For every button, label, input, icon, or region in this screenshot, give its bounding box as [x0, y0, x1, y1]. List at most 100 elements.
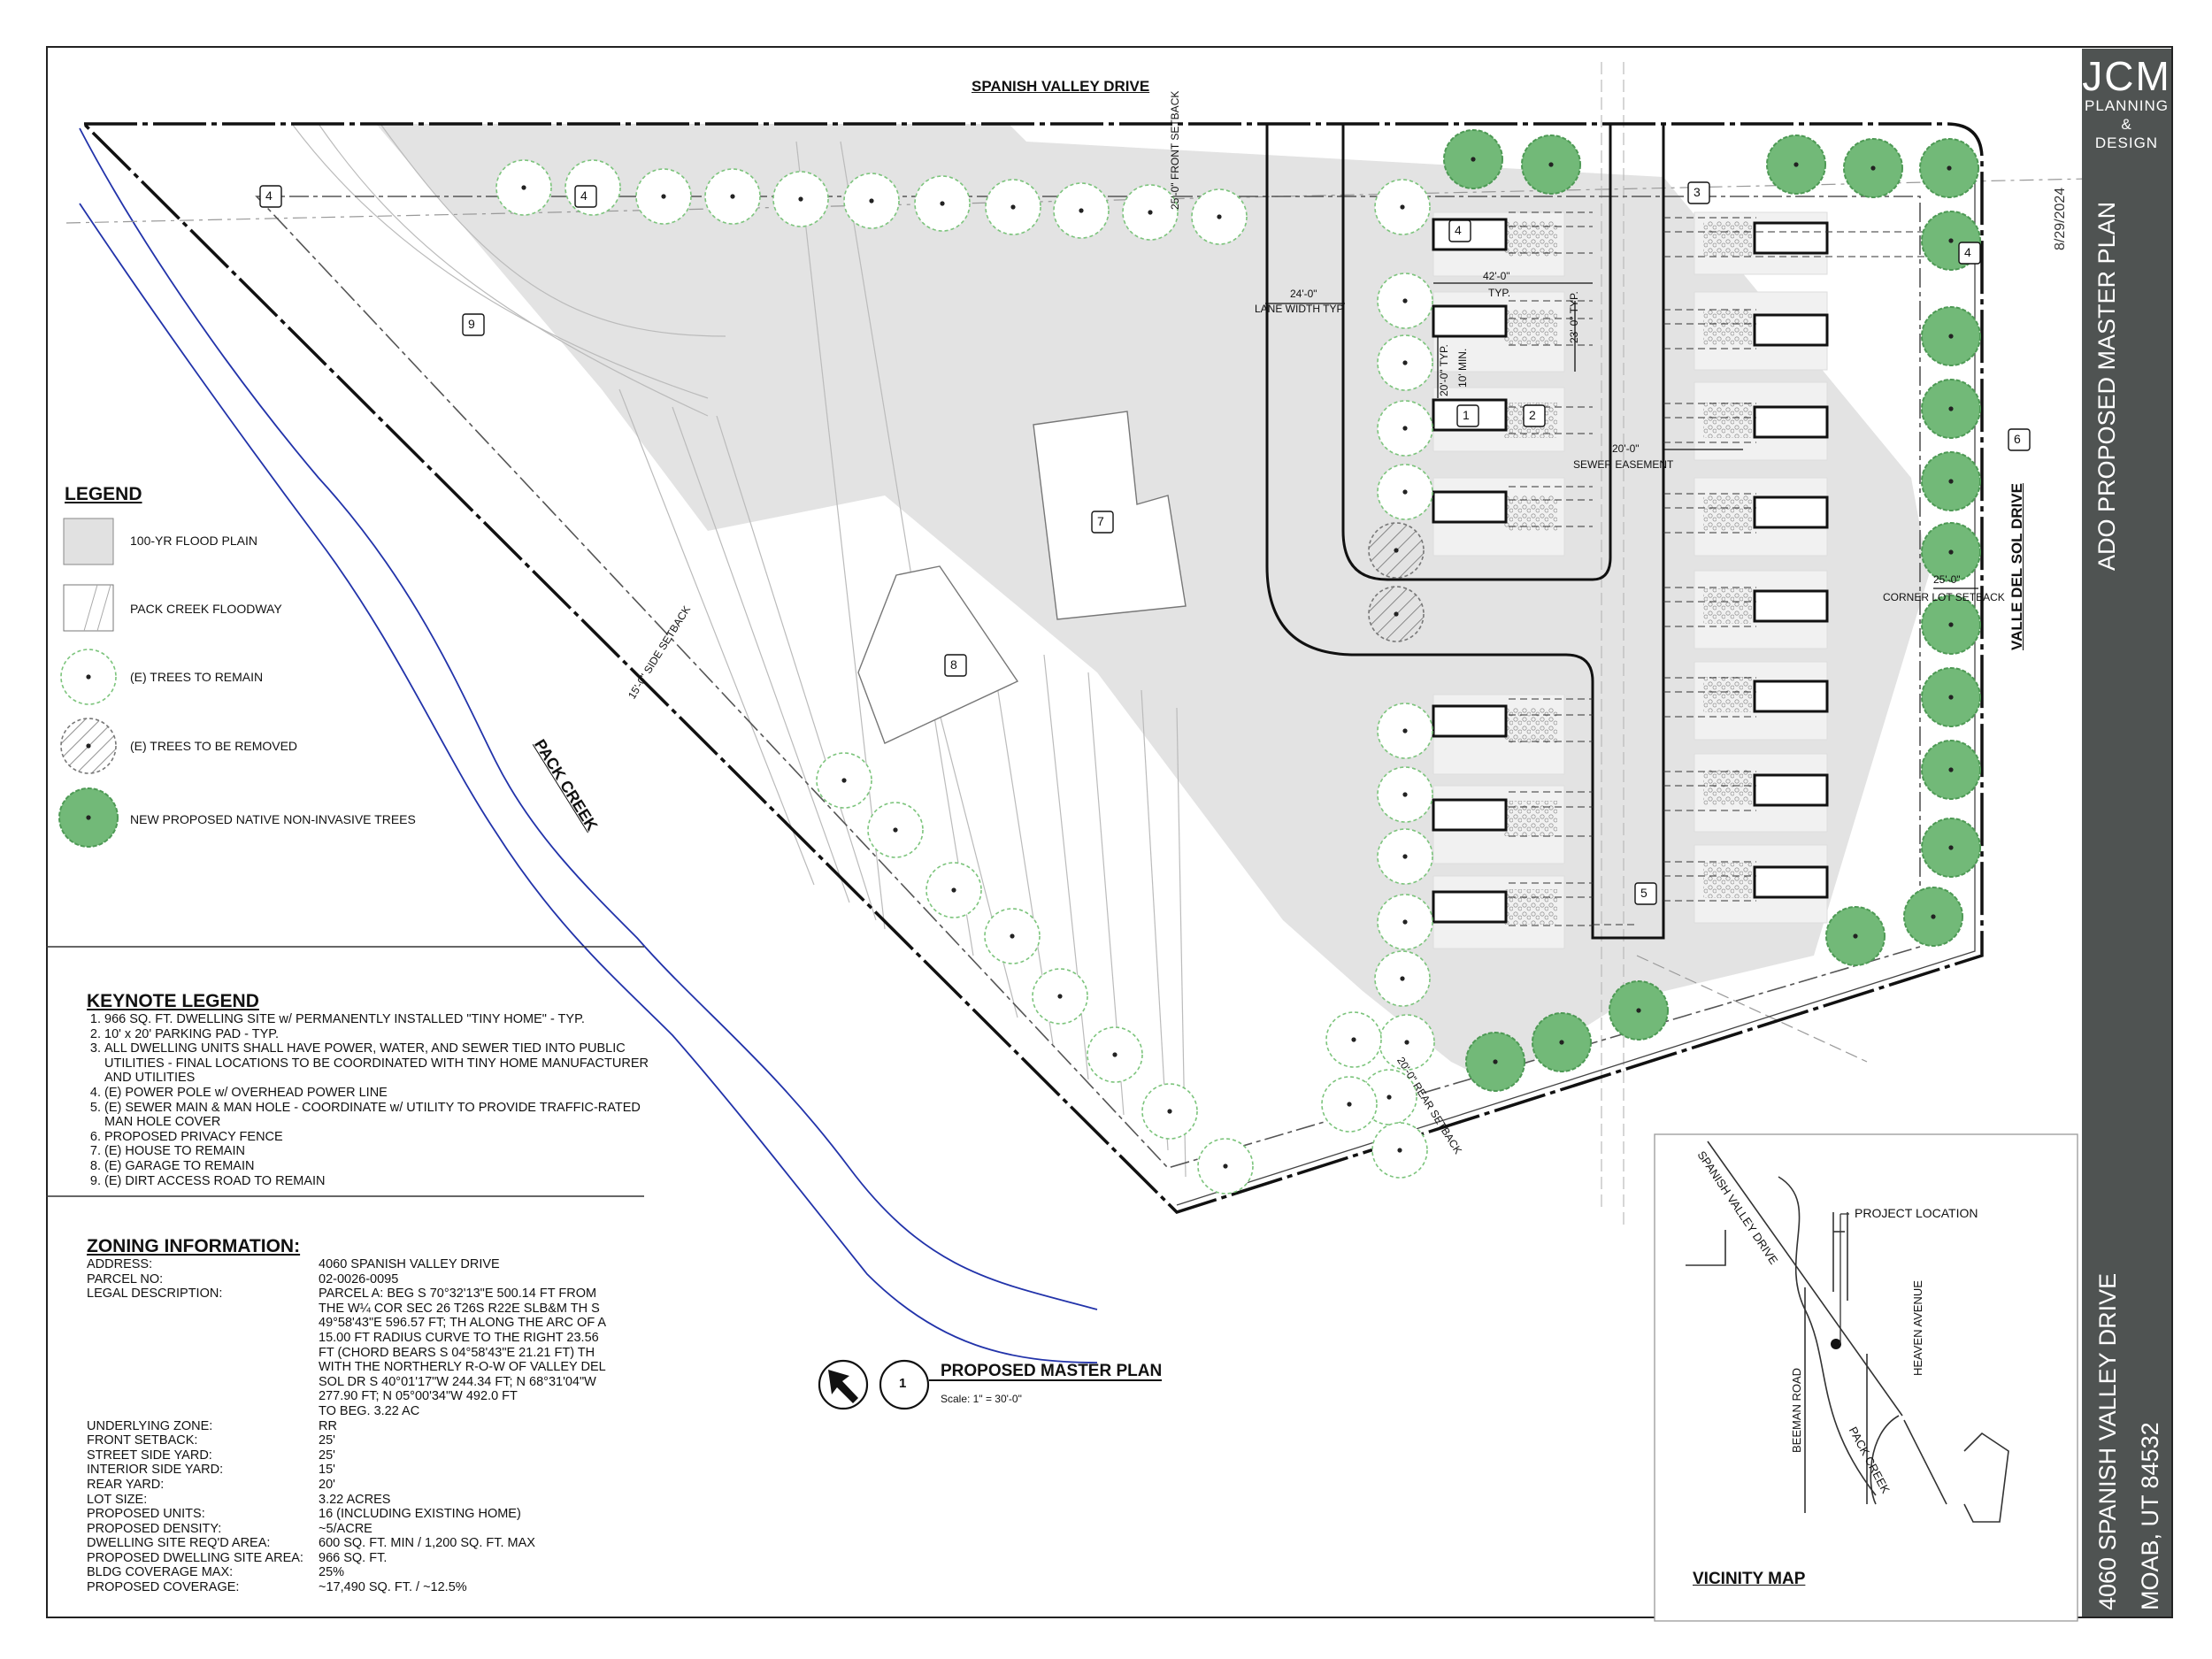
legend-floodway-swatch [63, 584, 114, 632]
zoning-value: 15' [319, 1463, 335, 1478]
zoning-title: ZONING INFORMATION: [87, 1236, 301, 1256]
firm-sub-1: PLANNING [2085, 97, 2169, 114]
zoning-row: FRONT SETBACK:25' [87, 1433, 611, 1448]
zoning-value: TO BEG. 3.22 AC [319, 1403, 420, 1418]
utility-lines [1509, 211, 1964, 926]
zoning-row: REAR YARD: 20' [87, 1478, 611, 1493]
keynote-item: (E) SEWER MAIN & MAN HOLE - COORDINATE w… [104, 1101, 653, 1130]
zoning-value: PARCEL A: BEG S 70°32'13"E 500.14 FT FRO… [319, 1286, 606, 1404]
zoning-row: PROPOSED COVERAGE: ~17,490 SQ. FT. / ~12.… [87, 1580, 611, 1595]
label-sewer-dim: 20'-0" [1612, 442, 1640, 455]
zoning-table: ADDRESS: 4060 SPANISH VALLEY DRIVE PARCEL … [87, 1257, 611, 1595]
zoning-value: 16 (INCLUDING EXISTING HOME) [319, 1507, 521, 1522]
keynote-item: (E) POWER POLE w/ OVERHEAD POWER LINE [104, 1086, 653, 1101]
vicinity-map-title: VICINITY MAP [1693, 1570, 1806, 1588]
tag-3: 3 [1694, 185, 1701, 199]
zoning-value: 600 SQ. FT. MIN / 1,200 SQ. FT. MAX [319, 1536, 535, 1551]
address-line-2: MOAB, UT 84532 [2137, 1422, 2163, 1610]
property-line [80, 122, 1984, 1214]
keynote-item: PROPOSED PRIVACY FENCE [104, 1130, 653, 1145]
zoning-row: ADDRESS: 4060 SPANISH VALLEY DRIVE [87, 1257, 611, 1272]
keynote-item: ALL DWELLING UNITS SHALL HAVE POWER, WAT… [104, 1041, 653, 1086]
keynote-list: 966 SQ. FT. DWELLING SITE w/ PERMANENTLY… [87, 1012, 653, 1188]
zoning-value: 25% [319, 1565, 345, 1580]
sheet-title: ADO PROPOSED MASTER PLAN [2093, 201, 2120, 571]
legend-label-trees-removed: (E) TREES TO BE REMOVED [130, 739, 298, 753]
setback-line [255, 196, 1921, 1169]
zoning-value: RR [319, 1418, 337, 1433]
master-plan-title: PROPOSED MASTER PLAN [941, 1362, 1163, 1380]
zoning-row: UNDERLYING ZONE:RR [87, 1419, 611, 1434]
zoning-key: PROPOSED COVERAGE: [87, 1580, 240, 1595]
zoning-key: DWELLING SITE REQ'D AREA: [87, 1536, 271, 1551]
label-lane-width: LANE WIDTH TYP. [1255, 303, 1346, 315]
dwelling-sites [1432, 211, 1829, 949]
zoning-row: PROPOSED UNITS:16 (INCLUDING EXISTING HO… [87, 1507, 611, 1522]
firm-sub-2: & [2121, 116, 2132, 133]
zoning-value: 25' [319, 1448, 335, 1463]
tag-2: 2 [1529, 408, 1536, 422]
zoning-key: STREET SIDE YARD: [87, 1448, 212, 1463]
zoning-information: ZONING INFORMATION: ADDRESS: 4060 SPANISH… [87, 1236, 611, 1595]
legend-label-new-trees: NEW PROPOSED NATIVE NON-INVASIVE TREES [130, 812, 416, 826]
zoning-value: ~17,490 SQ. FT. / ~12.5% [319, 1580, 467, 1595]
zoning-key: FRONT SETBACK: [87, 1433, 198, 1448]
tag-1: 1 [1463, 408, 1470, 422]
keynote-item: 966 SQ. FT. DWELLING SITE w/ PERMANENTLY… [104, 1012, 653, 1027]
zoning-value: 20' [319, 1477, 335, 1492]
zoning-row: DWELLING SITE REQ'D AREA: 600 SQ. FT. MIN… [87, 1536, 611, 1551]
tag-7: 7 [1097, 514, 1104, 528]
legend-title: LEGEND [65, 484, 142, 504]
label-dim-23: 23'-0" TYP. [1568, 291, 1580, 343]
legend-label-floodway: PACK CREEK FLOODWAY [130, 602, 282, 616]
firm-name: JCM [2082, 53, 2171, 99]
vicinity-map-roads [1686, 1141, 2009, 1523]
zoning-key: LOT SIZE: [87, 1492, 148, 1507]
zoning-key: BLDG COVERAGE MAX: [87, 1565, 234, 1580]
keynote-tags [259, 181, 2031, 905]
label-corner-dim: 25'-0" [1933, 573, 1961, 586]
zoning-key: PARCEL NO: [87, 1271, 164, 1286]
zoning-row: LOT SIZE: 3.22 ACRES [87, 1493, 611, 1508]
zoning-row: PROPOSED DENSITY:~5/ACRE [87, 1522, 611, 1537]
label-sewer-easement: SEWER EASEMENT [1573, 458, 1674, 471]
keynote-legend-title: KEYNOTE LEGEND [87, 991, 259, 1011]
keynote-legend: KEYNOTE LEGEND 966 SQ. FT. DWELLING SITE… [87, 991, 653, 1188]
label-dim-42: 42'-0" [1483, 270, 1510, 282]
sheet-date: 8/29/2024 [2053, 187, 2068, 250]
firm-logo: JCM PLANNING & DESIGN [2082, 56, 2171, 152]
zoning-value: 02-0026-0095 [319, 1271, 399, 1286]
address-line-1: 4060 SPANISH VALLEY DRIVE [2094, 1272, 2121, 1610]
zoning-row: TO BEG. 3.22 AC [87, 1404, 611, 1419]
tag-6: 6 [2014, 432, 2021, 446]
access-lane-outer [1265, 124, 1665, 940]
zoning-key: ADDRESS: [87, 1257, 153, 1271]
zoning-value: 4060 SPANISH VALLEY DRIVE [319, 1257, 500, 1271]
legend-tree-remain-icon [60, 649, 117, 705]
label-typ: TYP. [1488, 287, 1511, 299]
label-lane-dim: 24'-0" [1290, 288, 1317, 300]
zoning-key: REAR YARD: [87, 1477, 165, 1492]
pack-creek-line-2 [79, 203, 1098, 1363]
zoning-key: INTERIOR SIDE YARD: [87, 1463, 224, 1478]
tag-4-d: 4 [1964, 245, 1971, 259]
project-location-marker [1831, 1339, 1841, 1349]
tag-9: 9 [468, 317, 475, 331]
existing-garage [857, 565, 1019, 744]
zoning-value: 966 SQ. FT. [319, 1550, 388, 1565]
legend-tree-remove-icon [60, 718, 117, 774]
zoning-key: PROPOSED DENSITY: [87, 1521, 222, 1536]
tag-4-c: 4 [1455, 223, 1462, 237]
plan-number: 1 [899, 1376, 907, 1391]
tag-4-a: 4 [265, 188, 273, 203]
tag-5: 5 [1640, 886, 1647, 900]
firm-sub-3: DESIGN [2094, 134, 2159, 151]
pack-creek-line [79, 127, 1098, 1310]
tag-8: 8 [950, 657, 957, 672]
legend-flood-plain-swatch [63, 518, 114, 565]
label-valle-del-sol-drive: VALLE DEL SOL DRIVE [2008, 483, 2025, 650]
keynote-item: (E) DIRT ACCESS ROAD TO REMAIN [104, 1174, 653, 1189]
zoning-value: 3.22 ACRES [319, 1492, 391, 1507]
zoning-row: LEGAL DESCRIPTION:PARCEL A: BEG S 70°32'… [87, 1286, 611, 1404]
